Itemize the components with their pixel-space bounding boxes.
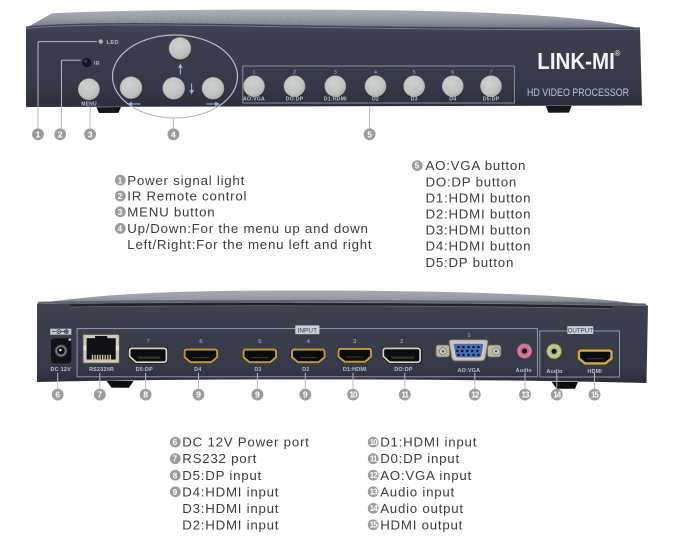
svg-text:1: 1 — [36, 129, 41, 139]
svg-text:1: 1 — [467, 333, 470, 339]
svg-text:2: 2 — [400, 339, 403, 345]
svg-text:HDMI output: HDMI output — [380, 517, 463, 532]
svg-text:8: 8 — [143, 390, 148, 400]
svg-text:3: 3 — [88, 129, 93, 139]
svg-text:10: 10 — [370, 438, 379, 447]
svg-text:Power signal light: Power signal light — [127, 173, 245, 188]
svg-text:Left/Right:For the menu left a: Left/Right:For the menu left and right — [127, 237, 372, 252]
svg-text:®: ® — [615, 49, 621, 58]
svg-text:2: 2 — [293, 70, 296, 76]
svg-text:RS232/IR: RS232/IR — [89, 367, 114, 373]
svg-text:LINK-MI HD VIDEO PROCESSOR LM-: LINK-MI HD VIDEO PROCESSOR LM-VP08 — [100, 294, 291, 301]
svg-text:D1:HDMI: D1:HDMI — [343, 367, 367, 373]
svg-text:6: 6 — [173, 438, 178, 447]
svg-text:RS232 port: RS232 port — [182, 451, 257, 466]
svg-text:6: 6 — [451, 70, 454, 76]
svg-text:HD VIDEO PROCESSOR LINK-MI LM-: HD VIDEO PROCESSOR LINK-MI LM-VP08 — [118, 16, 322, 23]
svg-text:6: 6 — [55, 390, 60, 400]
svg-text:9: 9 — [173, 488, 178, 497]
svg-text:IR Remote control: IR Remote control — [127, 189, 247, 204]
svg-text:9: 9 — [303, 390, 308, 400]
svg-text:14: 14 — [370, 504, 379, 513]
svg-text:INPUT: INPUT — [297, 327, 317, 334]
svg-text:DC 12V: DC 12V — [50, 367, 71, 373]
svg-text:D5:DP: D5:DP — [136, 367, 153, 373]
svg-text:MENU: MENU — [81, 102, 97, 108]
svg-text:D2:HDMI button: D2:HDMI button — [426, 207, 532, 222]
svg-text:AO:VGA input: AO:VGA input — [380, 468, 472, 483]
svg-text:D2: D2 — [372, 97, 379, 103]
svg-text:Up/Down:For the menu up and do: Up/Down:For the menu up and down — [127, 221, 368, 236]
svg-text:Audio: Audio — [546, 369, 563, 375]
svg-text:D3:HDMI button: D3:HDMI button — [426, 223, 532, 238]
svg-text:D5:DP button: D5:DP button — [426, 255, 515, 270]
svg-text:D1:HDMI button: D1:HDMI button — [426, 190, 532, 205]
svg-text:4: 4 — [374, 70, 377, 76]
svg-text:7: 7 — [97, 390, 102, 400]
svg-text:9: 9 — [196, 390, 201, 400]
svg-text:HDMI: HDMI — [587, 369, 602, 375]
svg-text:D5:DP input: D5:DP input — [182, 468, 262, 483]
svg-text:D5:DP: D5:DP — [483, 97, 500, 103]
svg-text:1: 1 — [118, 176, 123, 185]
svg-text:11: 11 — [370, 454, 378, 463]
svg-text:2: 2 — [58, 129, 63, 139]
svg-text:5: 5 — [367, 129, 372, 139]
svg-text:7: 7 — [146, 339, 149, 345]
svg-text:AO:VGA: AO:VGA — [458, 368, 481, 374]
svg-text:D0:DP input: D0:DP input — [380, 451, 460, 466]
svg-text:D4:HDMI input: D4:HDMI input — [182, 484, 279, 499]
svg-text:15: 15 — [591, 390, 600, 399]
svg-text:D4:HDMI button: D4:HDMI button — [426, 239, 532, 254]
svg-text:3: 3 — [118, 208, 123, 217]
svg-text:LINK-MI: LINK-MI — [537, 48, 615, 74]
svg-text:AO:VGA: AO:VGA — [243, 97, 265, 103]
svg-text:2: 2 — [118, 192, 123, 201]
svg-text:Audio input: Audio input — [380, 484, 455, 499]
svg-text:5: 5 — [258, 339, 261, 345]
svg-text:4: 4 — [171, 129, 176, 139]
svg-text:6: 6 — [199, 339, 202, 345]
svg-text:D3:HDMI input: D3:HDMI input — [182, 501, 279, 516]
svg-text:5: 5 — [415, 162, 420, 171]
svg-text:D3: D3 — [411, 97, 418, 103]
svg-text:12: 12 — [471, 390, 480, 399]
svg-text:14: 14 — [553, 390, 562, 399]
svg-text:DO:DP: DO:DP — [394, 367, 413, 373]
svg-text:D1:HDMI: D1:HDMI — [324, 97, 347, 103]
svg-text:10: 10 — [349, 390, 358, 399]
svg-text:7: 7 — [173, 455, 178, 464]
svg-text:MENU button: MENU button — [127, 204, 215, 219]
svg-text:12: 12 — [370, 471, 379, 480]
svg-text:D4: D4 — [449, 97, 456, 103]
svg-text:DO:DP: DO:DP — [286, 97, 304, 103]
svg-text:D1:HDMI input: D1:HDMI input — [380, 435, 477, 450]
svg-text:4: 4 — [307, 339, 310, 345]
svg-text:5: 5 — [413, 70, 416, 76]
svg-text:AO:VGA button: AO:VGA button — [426, 158, 527, 173]
svg-text:OUTPUT: OUTPUT — [568, 327, 594, 334]
svg-text:D2: D2 — [302, 367, 309, 373]
svg-text:8: 8 — [173, 471, 178, 480]
svg-text:D2:HDMI input: D2:HDMI input — [182, 517, 279, 532]
svg-text:15: 15 — [370, 521, 379, 530]
svg-text:D3: D3 — [254, 367, 261, 373]
svg-text:DO:DP button: DO:DP button — [426, 174, 518, 189]
svg-text:11: 11 — [401, 390, 409, 399]
svg-text:DC 12V Power port: DC 12V Power port — [182, 435, 309, 450]
svg-text:3: 3 — [353, 339, 356, 345]
svg-text:IR: IR — [94, 61, 100, 67]
svg-text:4: 4 — [118, 225, 123, 234]
svg-text:D4: D4 — [194, 367, 201, 373]
svg-text:1: 1 — [253, 70, 256, 76]
svg-text:7: 7 — [490, 70, 493, 76]
svg-text:Audio: Audio — [516, 368, 533, 374]
svg-text:LED: LED — [107, 40, 119, 46]
svg-text:13: 13 — [370, 488, 379, 497]
svg-text:3: 3 — [334, 70, 337, 76]
svg-text:HD VIDEO PROCESSOR: HD VIDEO PROCESSOR — [527, 87, 629, 99]
svg-text:9: 9 — [255, 390, 260, 400]
svg-text:13: 13 — [521, 390, 530, 399]
svg-text:Audio output: Audio output — [380, 501, 464, 516]
